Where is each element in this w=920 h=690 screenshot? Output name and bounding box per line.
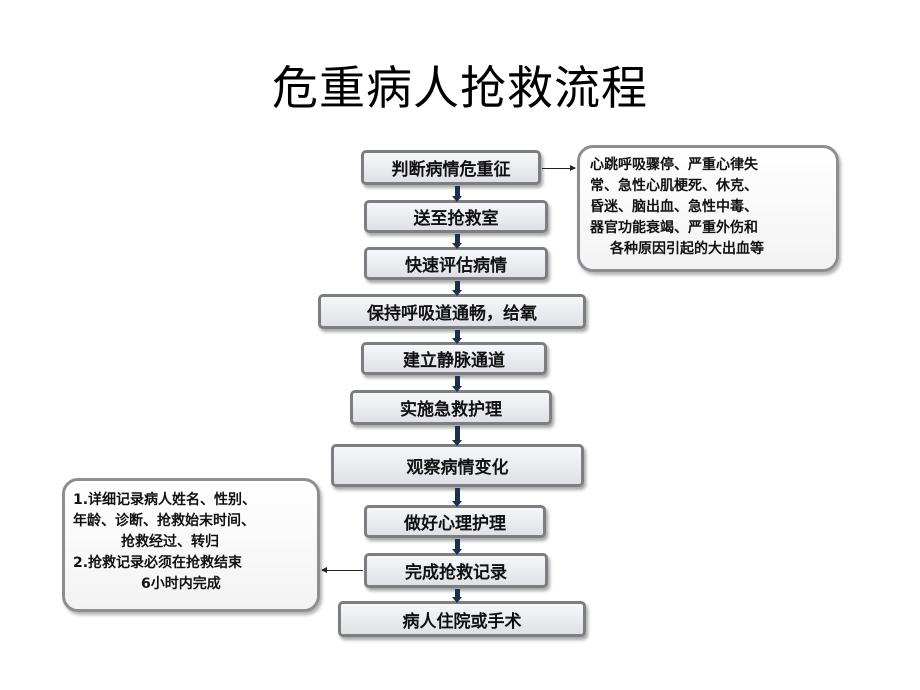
step-label: 完成抢救记录: [405, 563, 507, 583]
step-label: 判断病情危重征: [391, 160, 511, 180]
step-label: 病人住院或手术: [402, 611, 522, 632]
connector-arrow: [452, 330, 462, 344]
note-line: 各种原因引起的大出血等: [610, 241, 764, 257]
connector-arrow: [452, 589, 462, 603]
note-line: 器官功能衰竭、严重外伤和: [590, 220, 758, 236]
step-emergency-care: 实施急救护理: [350, 390, 552, 425]
note-line: 抢救经过、转归: [121, 534, 219, 550]
step-label: 实施急救护理: [400, 400, 502, 420]
note-line: 昏迷、脑出血、急性中毒、: [590, 199, 758, 215]
connector-arrow: [452, 539, 462, 555]
step-admission-or-surgery: 病人住院或手术: [338, 601, 586, 637]
step-label: 做好心理护理: [404, 514, 506, 534]
step-complete-record: 完成抢救记录: [364, 553, 548, 588]
arrow-to-record-note: [321, 567, 363, 573]
step-assess-critical: 判断病情危重征: [361, 150, 541, 185]
note-line: 2.抢救记录必须在抢救结束: [73, 555, 243, 571]
record-requirements-note: 1.详细记录病人姓名、性别、 年龄、诊断、抢救始末时间、 抢救经过、转归 2.抢…: [62, 478, 320, 612]
step-label: 快速评估病情: [405, 256, 507, 276]
note-line: 1.详细记录病人姓名、性别、: [73, 492, 257, 508]
step-observe-changes: 观察病情变化: [331, 444, 584, 487]
connector-arrow: [452, 488, 462, 507]
note-line: 年龄、诊断、抢救始末时间、: [73, 513, 255, 529]
step-psychological-care: 做好心理护理: [364, 505, 546, 538]
connector-arrow: [452, 281, 462, 296]
connector-arrow: [452, 186, 462, 202]
note-line: 常、急性心肌梗死、休克、: [590, 178, 758, 194]
page-title: 危重病人抢救流程: [272, 61, 648, 115]
note-line: 心跳呼吸骤停、严重心律失: [590, 157, 758, 173]
step-send-to-rescue-room: 送至抢救室: [364, 200, 548, 233]
step-iv-access: 建立静脉通道: [361, 342, 547, 375]
step-rapid-evaluation: 快速评估病情: [364, 247, 548, 280]
step-label: 保持呼吸道通畅，给氧: [367, 304, 537, 324]
step-label: 建立静脉通道: [403, 351, 505, 371]
critical-conditions-note: 心跳呼吸骤停、严重心律失 常、急性心肌梗死、休克、 昏迷、脑出血、急性中毒、 器…: [577, 145, 839, 272]
arrow-to-critical-note: [542, 165, 576, 171]
step-label: 观察病情变化: [406, 458, 509, 478]
step-airway-oxygen: 保持呼吸道通畅，给氧: [318, 294, 586, 329]
note-line: 6小时内完成: [141, 576, 221, 592]
step-label: 送至抢救室: [413, 209, 499, 229]
connector-arrow: [452, 234, 462, 249]
connector-arrow: [452, 426, 462, 446]
connector-arrow: [452, 376, 462, 392]
